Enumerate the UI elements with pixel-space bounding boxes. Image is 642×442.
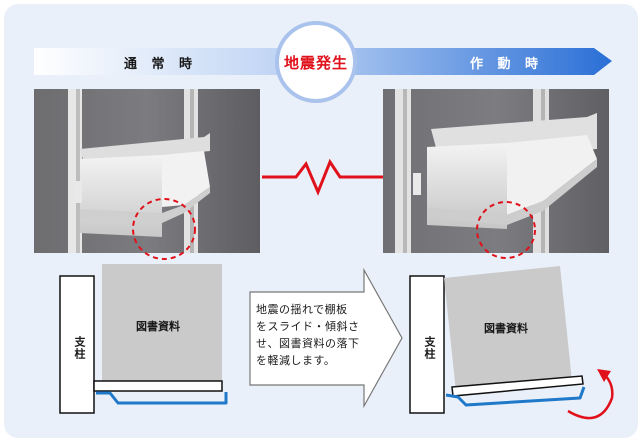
book-label-right: 図書資料	[484, 322, 528, 335]
pillar-label-left: 支柱	[73, 336, 86, 360]
normal-state-label: 通 常 時	[124, 57, 198, 72]
description-text: 地震の揺れで棚板 をスライド・傾斜さ せ、図書資料の落下 を軽減します。	[256, 301, 384, 369]
pillar-label-right: 支柱	[423, 336, 436, 360]
earthquake-badge: 地震発生	[275, 21, 357, 103]
earthquake-label: 地震発生	[283, 53, 348, 72]
description-line-3: せ、図書資料の落下	[256, 337, 360, 350]
photo-active-state	[383, 89, 609, 253]
photo-normal-state	[34, 89, 260, 253]
active-state-label: 作 動 時	[470, 57, 544, 72]
book-label-left: 図書資料	[136, 320, 180, 333]
description-line-4: を軽減します。	[256, 354, 336, 367]
description-line-1: 地震の揺れで棚板	[256, 303, 348, 316]
description-line-2: をスライド・傾斜さ	[256, 320, 360, 333]
